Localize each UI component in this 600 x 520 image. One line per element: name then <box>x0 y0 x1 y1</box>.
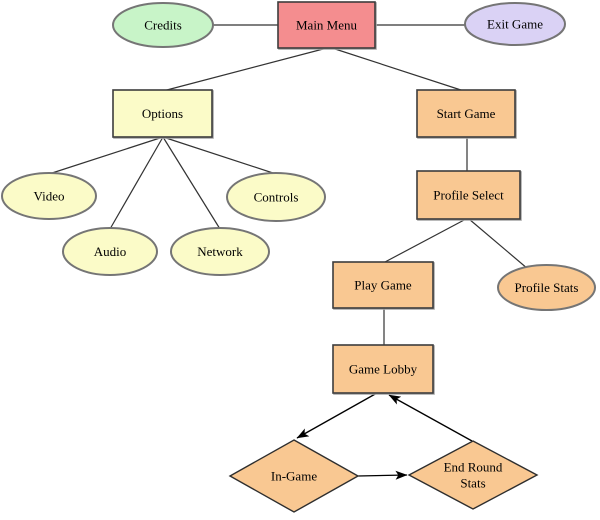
node-game-lobby: Game Lobby <box>332 344 434 394</box>
node-main-menu: Main Menu <box>277 1 376 49</box>
node-video: Video <box>1 172 97 220</box>
video-shape <box>1 172 97 220</box>
edge-main-menu-to-start-game <box>331 47 465 92</box>
in-game-label: In-Game <box>271 469 317 484</box>
node-network: Network <box>170 227 270 276</box>
options-shape <box>112 89 213 138</box>
in-game-shape <box>228 439 360 513</box>
node-profile-stats: Profile Stats <box>497 264 596 311</box>
credits-label: Credits <box>144 18 182 33</box>
play-game-shape <box>332 261 434 309</box>
node-controls: Controls <box>226 172 326 222</box>
node-profile-select: Profile Select <box>416 170 521 220</box>
main-menu-label: Main Menu <box>296 18 358 33</box>
edge-profile-select-to-play-game <box>384 218 467 263</box>
node-options: Options <box>112 89 213 138</box>
profile-stats-shape <box>497 264 596 311</box>
node-exit-game: Exit Game <box>464 2 566 46</box>
edge-in-game-to-end-round-stats <box>357 470 408 480</box>
edge-end-round-stats-to-game-lobby <box>388 394 473 442</box>
profile-select-shape <box>416 170 521 220</box>
edge-game-lobby-to-in-game <box>296 392 378 439</box>
edge-profile-select-to-profile-stats <box>468 218 529 270</box>
start-game-shape <box>416 89 516 138</box>
node-start-game: Start Game <box>416 89 516 138</box>
credits-shape <box>112 2 214 48</box>
game-lobby-shape <box>332 344 434 394</box>
options-label: Options <box>142 106 183 121</box>
exit-game-label: Exit Game <box>487 17 543 32</box>
profile-select-label: Profile Select <box>433 188 504 203</box>
play-game-label: Play Game <box>354 278 412 293</box>
node-credits: Credits <box>112 2 214 48</box>
video-label: Video <box>34 189 65 204</box>
network-label: Network <box>197 244 243 259</box>
end-round-stats-shape <box>407 440 539 510</box>
start-game-label: Start Game <box>437 106 496 121</box>
profile-stats-label: Profile Stats <box>515 280 579 295</box>
node-in-game: In-Game <box>228 439 360 513</box>
game-lobby-label: Game Lobby <box>349 362 418 377</box>
audio-label: Audio <box>94 244 127 259</box>
controls-label: Controls <box>254 190 299 205</box>
edge-options-to-audio <box>109 136 164 230</box>
edges-layer <box>48 24 529 480</box>
main-menu-shape <box>277 1 376 49</box>
network-shape <box>170 227 270 276</box>
node-play-game: Play Game <box>332 261 434 309</box>
edge-options-to-controls <box>162 136 277 175</box>
exit-game-shape <box>464 2 566 46</box>
edge-options-to-video <box>48 136 164 175</box>
controls-shape <box>226 172 326 222</box>
audio-shape <box>62 227 158 276</box>
edge-options-to-network <box>162 136 221 230</box>
node-audio: Audio <box>62 227 158 276</box>
edge-main-menu-to-options <box>162 47 328 92</box>
